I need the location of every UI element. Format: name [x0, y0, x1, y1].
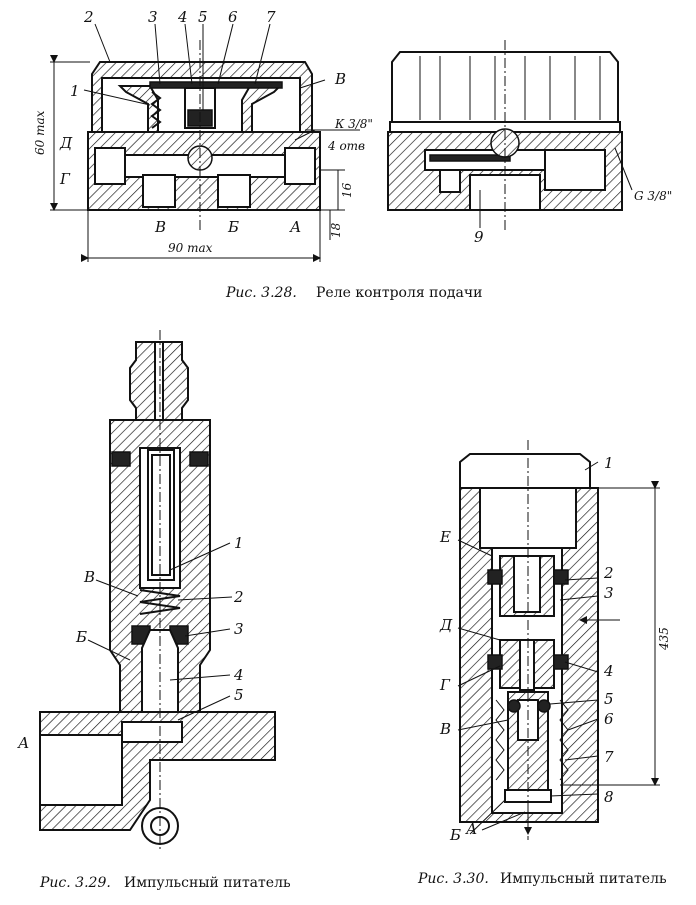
fig28-section-view [87, 40, 321, 230]
letter: А [17, 734, 29, 752]
dim-18: 18 [329, 222, 343, 238]
letter: Б [75, 628, 87, 646]
fig28-dimensions [50, 23, 360, 262]
fig28-caption-text: Реле контроля подачи [316, 285, 482, 301]
dim-435: 435 [657, 627, 671, 651]
letter: В [334, 70, 346, 88]
callout: 1 [234, 534, 244, 552]
callout: 3 [148, 8, 158, 26]
letter: Г [439, 676, 451, 694]
callout: 6 [604, 710, 614, 728]
fig28-caption-num: Рис. 3.28. [225, 285, 297, 301]
callout: 3 [604, 584, 614, 602]
fig29-labels: 1 2 3 4 5 В Б А Рис. 3.29. Импульсный пи… [17, 534, 291, 891]
thread-label-top: К 3/8" [334, 117, 373, 131]
callout: 6 [228, 8, 238, 26]
callout: 1 [604, 454, 614, 472]
letter: Д [439, 616, 453, 634]
letter: В [154, 218, 166, 236]
callout: 2 [83, 8, 94, 26]
fig30-labels: 1 2 3 4 5 6 7 8 Е Д Г В Б А 435 Рис. 3.3… [417, 454, 671, 887]
callout: 2 [603, 564, 614, 582]
callout: 8 [604, 788, 614, 806]
callout: 4 [177, 8, 188, 26]
fig28-side-view [387, 40, 633, 230]
callout: 3 [234, 620, 244, 638]
letter: Д [59, 134, 73, 152]
fig29-section-view [39, 330, 276, 850]
letter: Б [227, 218, 239, 236]
letter: Г [59, 170, 71, 188]
callout: 7 [604, 748, 614, 766]
letter: А [465, 820, 477, 838]
callout: 2 [233, 588, 244, 606]
fig30-caption-num: Рис. 3.30. [417, 871, 489, 887]
letter: А [289, 218, 301, 236]
letter: Б [449, 826, 461, 844]
callout: 7 [266, 8, 276, 26]
callout: 5 [198, 8, 208, 26]
dim-height: 60 max [33, 110, 47, 155]
letter: В [439, 720, 451, 738]
thread-label-bot: 4 отв [327, 139, 365, 153]
letter: Е [439, 528, 451, 546]
callout: 9 [474, 228, 484, 246]
dim-16: 16 [340, 182, 354, 198]
callout: 4 [603, 662, 614, 680]
thread-label-right: G 3/8" [634, 189, 672, 203]
callout: 1 [70, 82, 80, 100]
fig30-caption-text: Импульсный питатель [500, 871, 667, 887]
callout: 4 [233, 666, 244, 684]
fig29-caption-text: Импульсный питатель [124, 875, 291, 891]
fig29-caption-num: Рис. 3.29. [39, 875, 111, 891]
dim-width: 90 max [168, 241, 213, 255]
callout: 5 [604, 690, 614, 708]
fig30-section-view [457, 440, 660, 840]
fig28-labels: 2 3 4 5 6 7 1 В Д Г В Б А К 3/8" 4 отв 1… [33, 8, 672, 301]
letter: В [83, 568, 95, 586]
callout: 5 [234, 686, 244, 704]
